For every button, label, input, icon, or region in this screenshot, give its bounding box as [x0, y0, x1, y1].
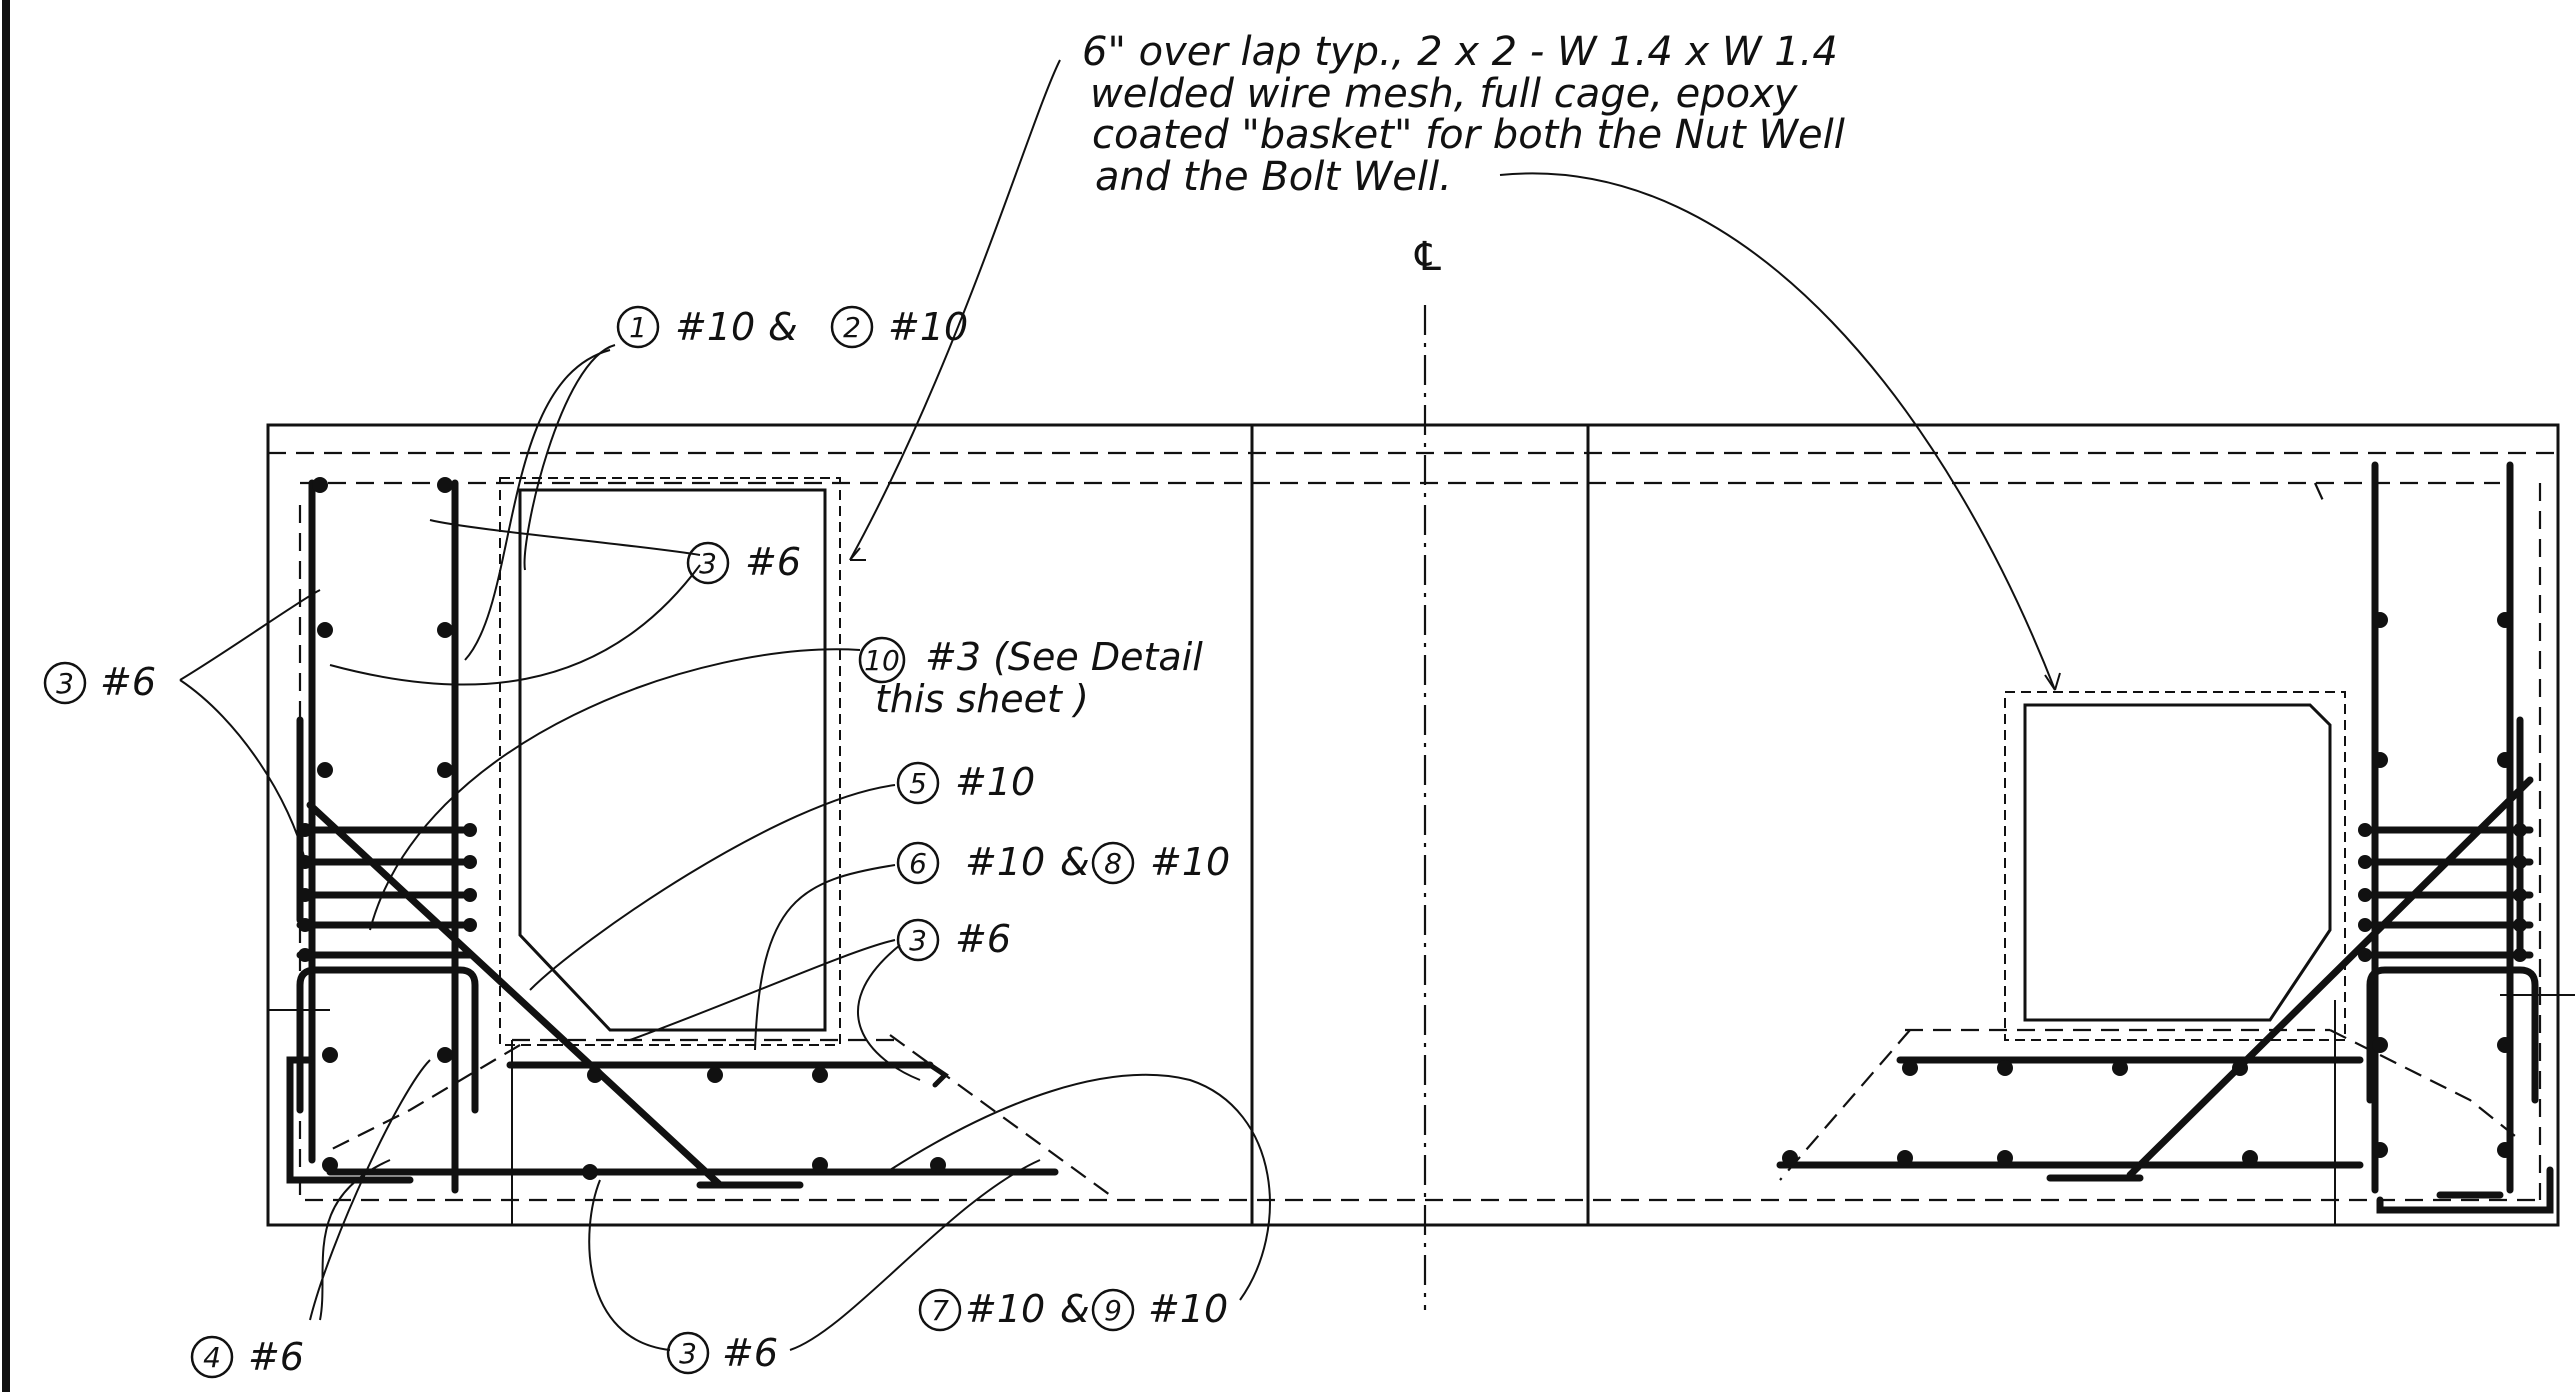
mesh-note: 6" over lap typ., 2 x 2 - W 1.4 x W 1.4 … [1082, 29, 1845, 200]
callout-3-bottom-number: 3 [679, 1337, 697, 1370]
centerline-symbol: ℄ [1410, 234, 1446, 280]
callout-6-number: 6 [909, 847, 927, 880]
left-rebar-cage [286, 479, 1059, 1194]
callout-3-left-number: 3 [56, 667, 74, 700]
callout-8-number: 8 [1104, 847, 1122, 880]
callout-3-upper-size: #6 [745, 540, 801, 584]
callout-1-number: 1 [629, 311, 647, 344]
callout-bar-3-upper: 3 #6 [686, 540, 801, 585]
callout-bars-6-8: 6 #10 & 8 #10 [896, 840, 1230, 885]
callout-7-9-amp: & [1060, 1287, 1090, 1331]
callout-4-size: #6 [248, 1335, 304, 1379]
callout-10-number: 10 [864, 644, 900, 677]
callout-7-number: 7 [931, 1294, 949, 1327]
callout-3-middle-number: 3 [909, 924, 927, 957]
callout-bar-10: 10 #3 (See Detail this sheet ) [858, 635, 1203, 721]
callout-5-size: #10 [955, 760, 1035, 804]
callout-5-number: 5 [909, 767, 927, 800]
mesh-note-line-3: coated "basket" for both the Nut Well [1092, 112, 1845, 158]
mesh-note-line-2: welded wire mesh, full cage, epoxy [1090, 71, 1799, 117]
callout-2-number: 2 [843, 311, 861, 344]
callout-6-size: #10 [965, 840, 1045, 884]
centerline: ℄ [1410, 234, 1446, 1310]
callout-9-number: 9 [1104, 1294, 1122, 1327]
callout-3-upper-number: 3 [699, 547, 717, 580]
callout-9-size: #10 [1148, 1287, 1228, 1331]
callout-10-detail: this sheet ) [875, 677, 1089, 721]
callout-1-size: #10 [675, 305, 755, 349]
callout-3-left-size: #6 [100, 660, 156, 704]
leader-lines [179, 59, 2061, 1351]
callout-bar-3-bottom: 3 #6 [666, 1331, 778, 1375]
callout-bars-7-9: 7 #10 & 9 #10 [918, 1287, 1228, 1332]
structure-outline [266, 423, 2575, 1227]
callout-1-2-amp: & [768, 305, 798, 349]
callout-bar-3-middle: 3 #6 [896, 917, 1011, 962]
callout-bar-5: 5 #10 [896, 760, 1035, 805]
callout-10-size: #3 (See Detail [925, 635, 1203, 679]
callout-2-size: #10 [888, 305, 968, 349]
callout-3-middle-size: #6 [955, 917, 1011, 961]
callout-3-bottom-size: #6 [722, 1331, 778, 1375]
callout-bar-3-left: 3 #6 [43, 660, 156, 705]
callout-8-size: #10 [1150, 840, 1230, 884]
mesh-note-line-1: 6" over lap typ., 2 x 2 - W 1.4 x W 1.4 [1082, 29, 1838, 75]
callout-6-8-amp: & [1060, 840, 1090, 884]
callout-4-number: 4 [203, 1341, 221, 1374]
nut-well [499, 477, 841, 1046]
callout-7-size: #10 [965, 1287, 1045, 1331]
rebar-dots [298, 477, 2527, 1180]
bolt-well [2004, 691, 2346, 1041]
mesh-note-line-4: and the Bolt Well. [1095, 154, 1452, 200]
callout-bar-4: 4 #6 [190, 1335, 304, 1379]
right-rebar-cage [1776, 461, 2554, 1214]
callout-bars-1-2: 1 #10 & 2 #10 [616, 305, 968, 349]
